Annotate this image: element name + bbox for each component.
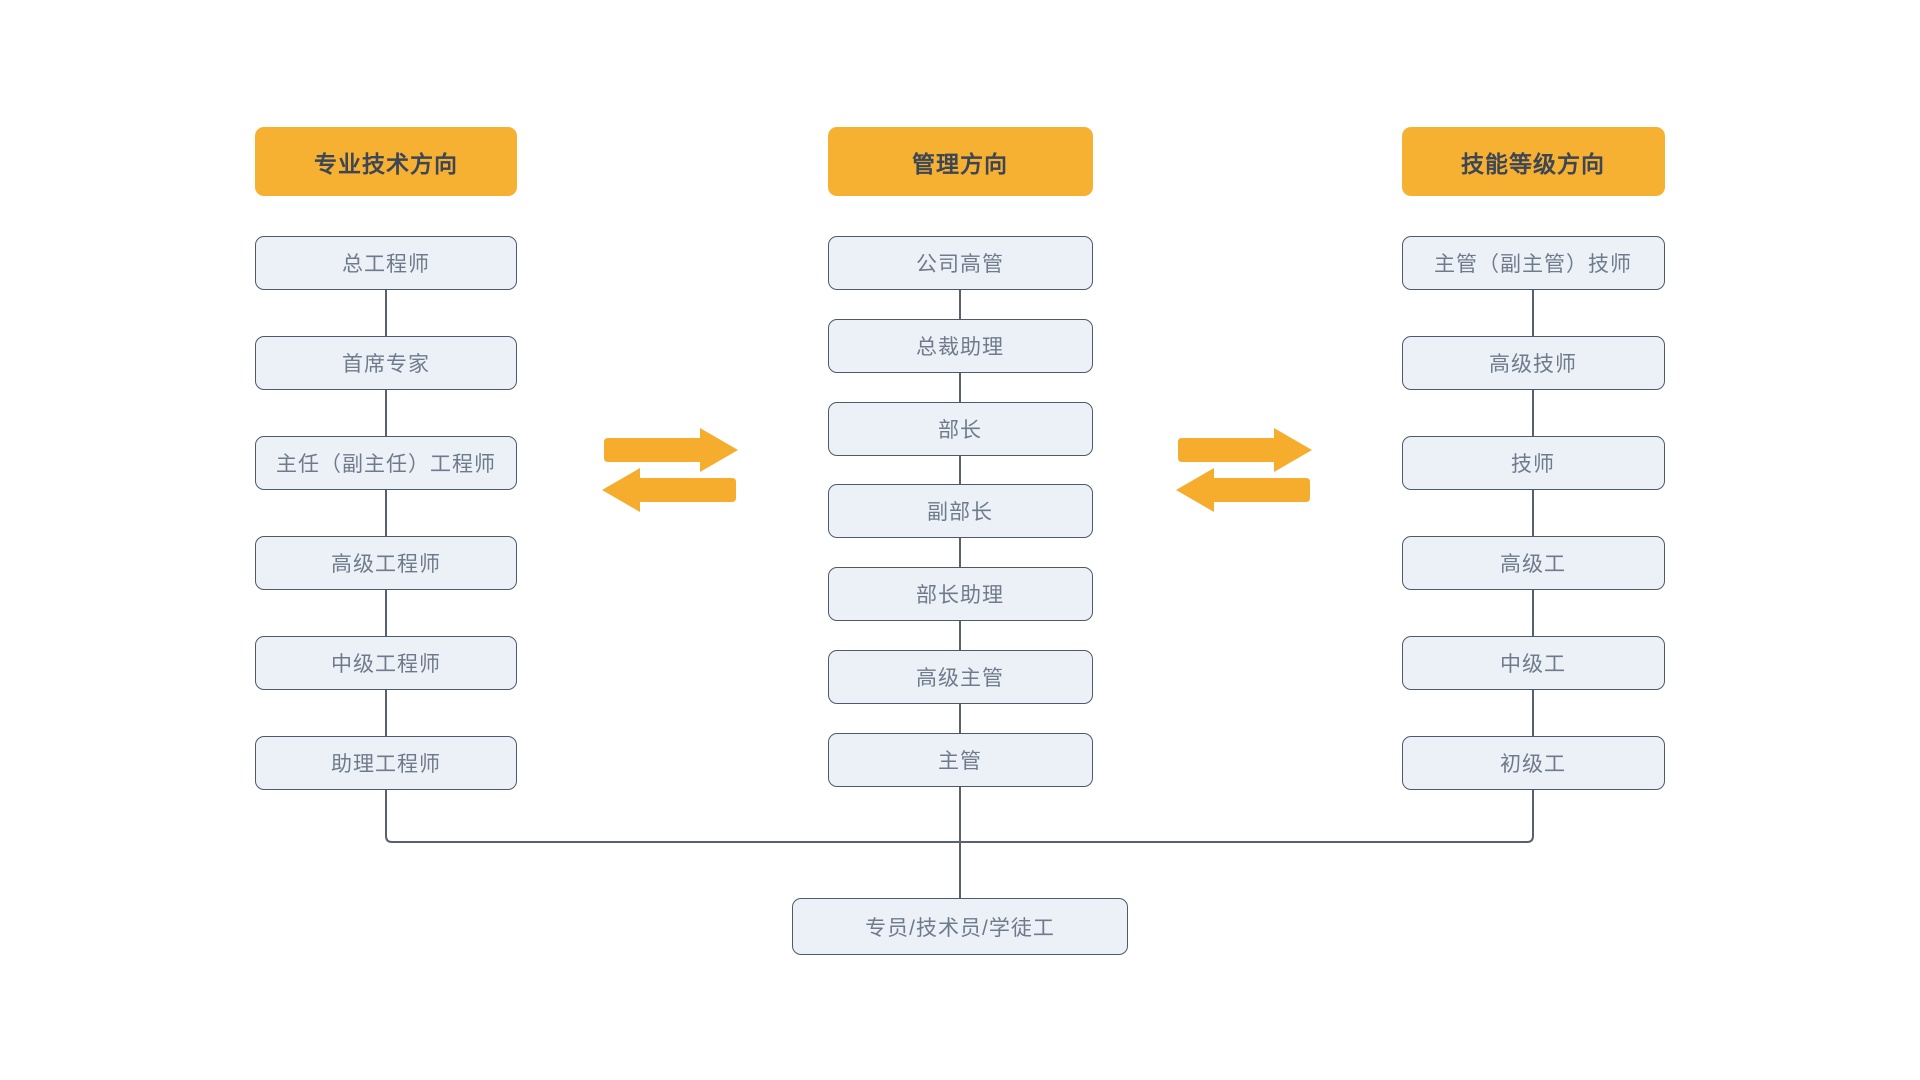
node-box: 公司高管 bbox=[827, 236, 1093, 290]
node-box: 高级工 bbox=[1401, 536, 1665, 590]
column-header-1: 专业技术方向 bbox=[255, 127, 517, 196]
node-box: 高级主管 bbox=[827, 650, 1093, 704]
node-box: 高级工程师 bbox=[255, 536, 517, 590]
node-box: 高级技师 bbox=[1401, 336, 1665, 390]
node-box: 部长 bbox=[827, 402, 1093, 456]
node-box: 中级工 bbox=[1401, 636, 1665, 690]
node-box: 初级工 bbox=[1401, 736, 1665, 790]
exchange-arrows-icon bbox=[602, 428, 738, 512]
node-box: 总工程师 bbox=[255, 236, 517, 290]
node-box: 中级工程师 bbox=[255, 636, 517, 690]
node-box: 助理工程师 bbox=[255, 736, 517, 790]
exchange-arrows-icon bbox=[1176, 428, 1312, 512]
node-box: 主管（副主管）技师 bbox=[1401, 236, 1665, 290]
column-header-2: 管理方向 bbox=[827, 127, 1093, 196]
node-box-bottom: 专员/技术员/学徒工 bbox=[792, 898, 1128, 955]
node-box: 副部长 bbox=[827, 484, 1093, 538]
node-box: 首席专家 bbox=[255, 336, 517, 390]
node-box: 技师 bbox=[1401, 436, 1665, 490]
node-box: 主任（副主任）工程师 bbox=[255, 436, 517, 490]
node-box: 部长助理 bbox=[827, 567, 1093, 621]
column-header-3: 技能等级方向 bbox=[1401, 127, 1665, 196]
node-box: 总裁助理 bbox=[827, 319, 1093, 373]
node-box: 主管 bbox=[827, 733, 1093, 787]
